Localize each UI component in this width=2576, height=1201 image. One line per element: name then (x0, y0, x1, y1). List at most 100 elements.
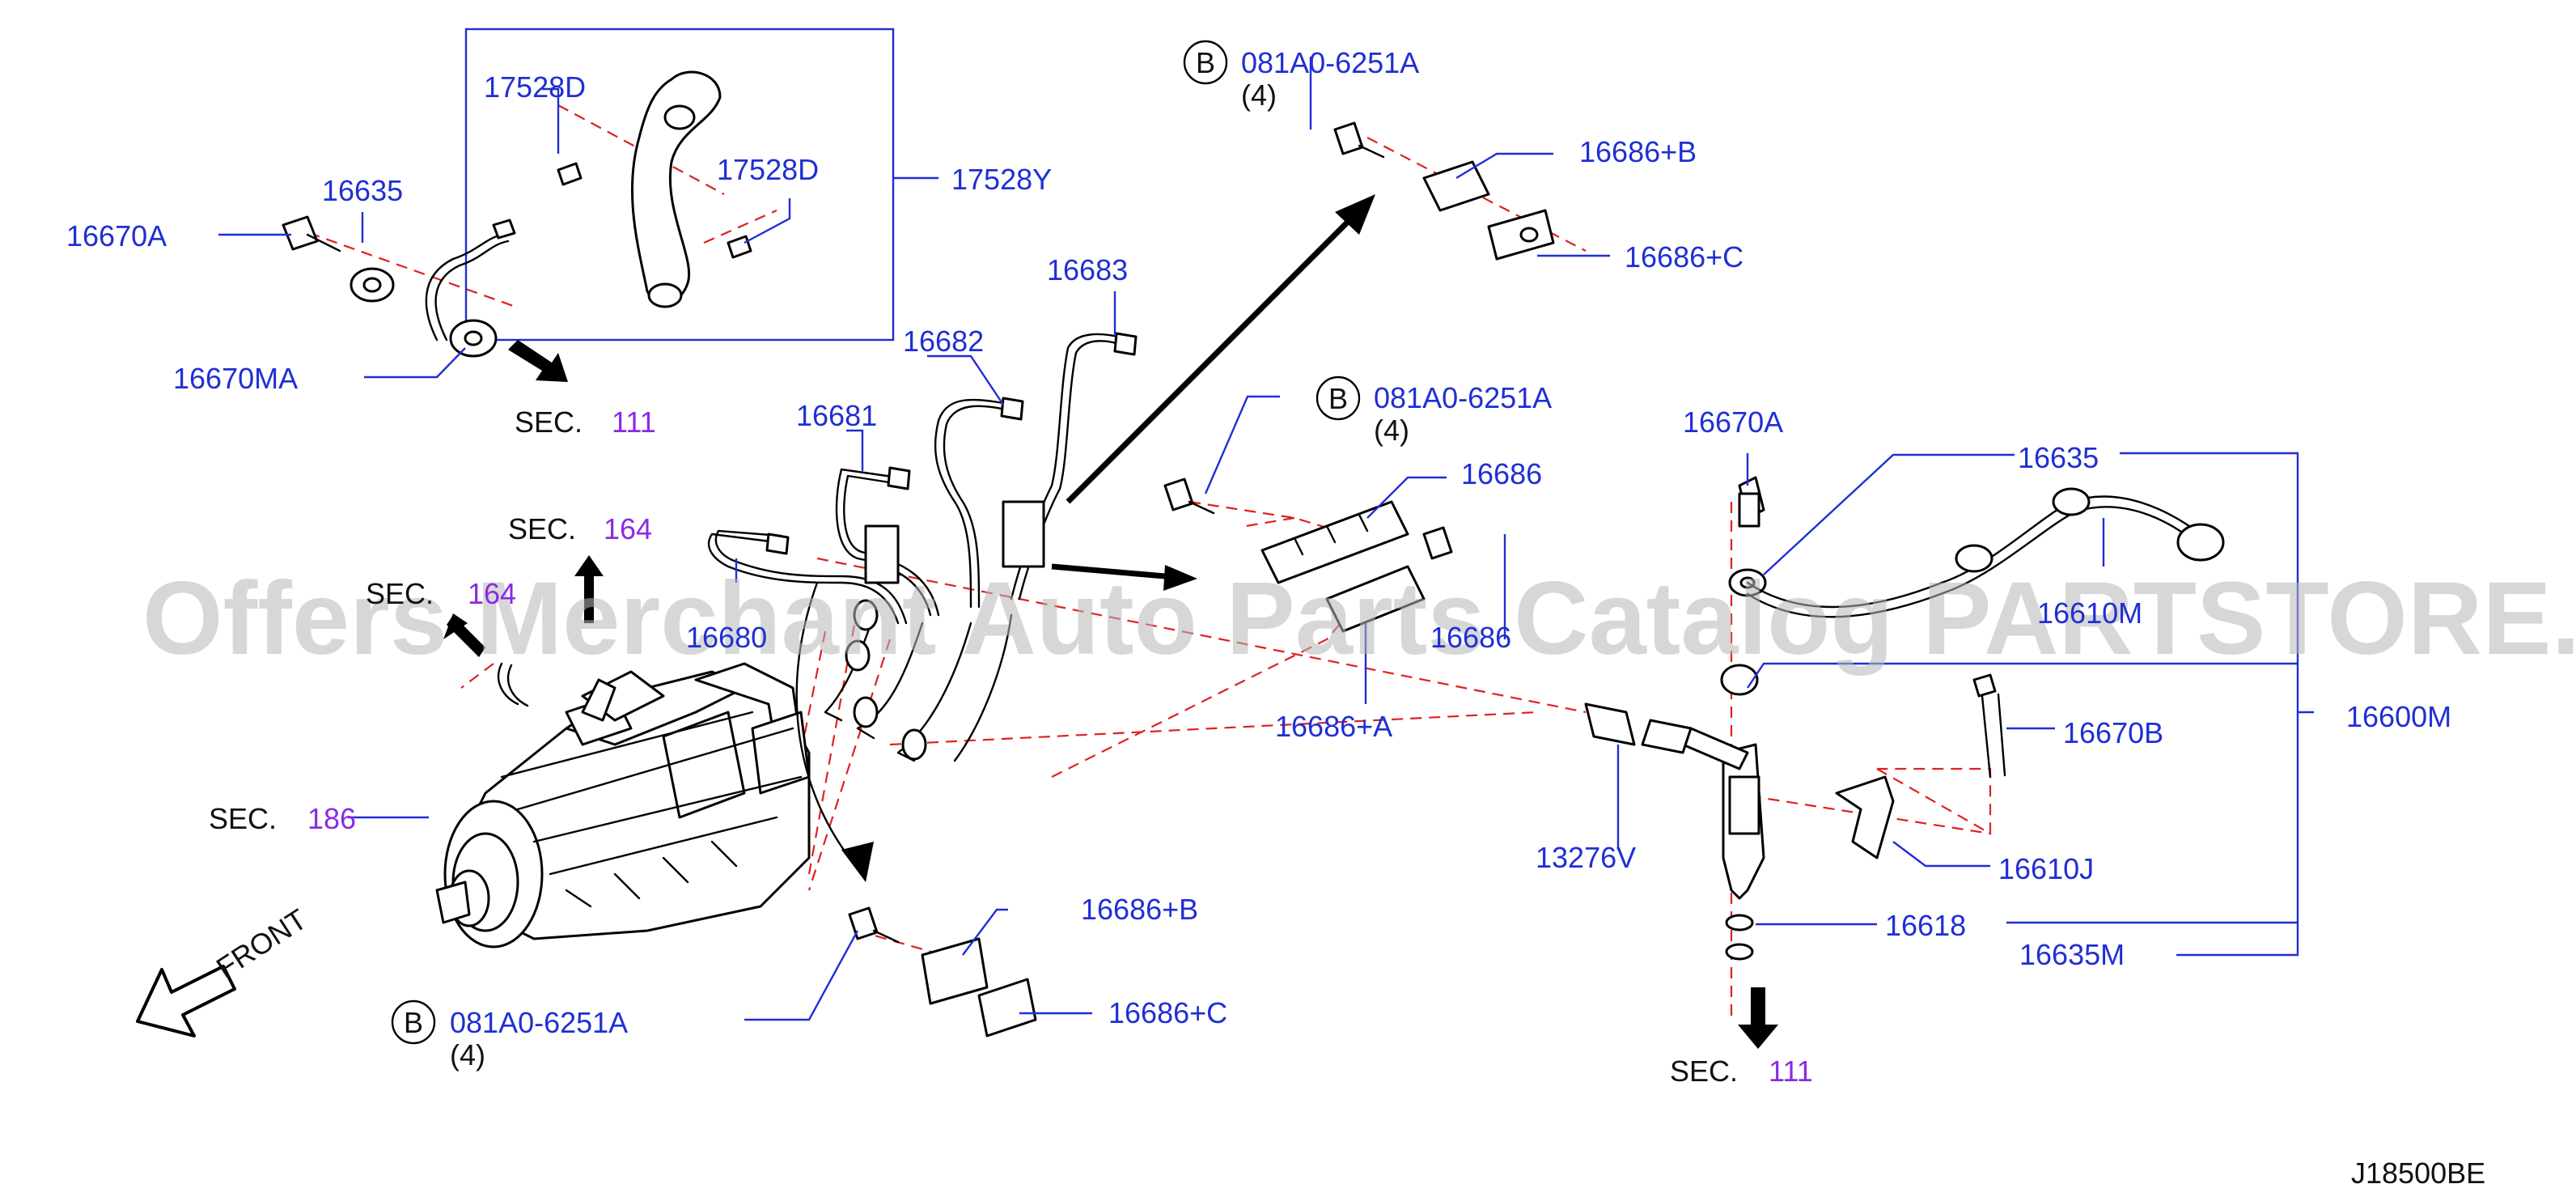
injector-group (1584, 476, 2225, 1049)
bolt-middle-right (1422, 526, 1453, 560)
b-letter-mid: B (1328, 382, 1348, 415)
label-16635m: 16635M (2019, 938, 2125, 971)
b-circle-bot (391, 999, 436, 1045)
front-arrow: FRONT (136, 902, 312, 1038)
bolt-16670b (1972, 673, 1997, 698)
hose-clamp-upper (557, 162, 583, 186)
bolt-lower (848, 906, 879, 940)
arrow-line-to-mid-clamp (1051, 563, 1166, 579)
hose-end-bottom (647, 282, 683, 308)
clamp-16686b-top (1422, 160, 1490, 212)
leak-off-pipe (1746, 495, 2202, 609)
watermark: Offers Merchant Auto Parts Catalog PARTS… (142, 561, 2576, 677)
bolt-callouts: B B B (391, 40, 1361, 1045)
sec-num-111-top: 111 (612, 405, 656, 439)
tube-16682 (934, 398, 1013, 609)
arrow-to-lower-clamp (841, 842, 874, 882)
sec-word-164-a: SEC. (508, 512, 576, 545)
sec-word-164-b: SEC. (366, 577, 434, 610)
nozzle-13276v (1584, 702, 1636, 746)
leader-lines (218, 57, 2314, 1021)
b-letter-top: B (1196, 46, 1215, 79)
label-bolt-code-bot: 081A0-6251A (450, 1006, 628, 1039)
section-arrows (443, 555, 604, 657)
label-qty-mid: (4) (1374, 414, 1409, 447)
front-arrow-icon (136, 965, 236, 1038)
label-13276v: 13276V (1536, 841, 1636, 874)
label-16686b-bot: 16686+B (1081, 893, 1198, 926)
label-16682: 16682 (903, 325, 984, 358)
arrow-to-sec-111-top (508, 340, 568, 382)
clamp-upper (1333, 121, 1555, 261)
label-16686b-top: 16686+B (1579, 135, 1697, 168)
clamp-16686a (1325, 565, 1426, 633)
sec-word-111-top: SEC. (515, 405, 583, 439)
hose-detail-box (464, 28, 895, 342)
label-16686c-bot: 16686+C (1108, 996, 1227, 1029)
clamp-16610j (1835, 775, 1895, 859)
b-letter-bot: B (404, 1006, 423, 1039)
label-16680: 16680 (686, 621, 767, 654)
washer-16635m (1725, 943, 1754, 961)
label-16635-a: 16635 (322, 174, 403, 207)
label-16600m: 16600M (2346, 700, 2451, 733)
b-circle-top (1183, 40, 1228, 85)
banjo-bolt-left (282, 215, 319, 251)
bolt-upper (1333, 121, 1364, 155)
label-bolt-code-mid: 081A0-6251A (1374, 381, 1552, 414)
label-16670a-b: 16670A (1683, 405, 1783, 439)
hose-end-top (663, 104, 696, 130)
sec-num-164-a: 164 (604, 512, 652, 545)
part-labels: 17528D 17528D 17528Y 16635 16670A 16670M… (66, 46, 2451, 1072)
arrow-line-to-upper-clamp (1066, 208, 1362, 504)
label-16670ma: 16670MA (173, 362, 298, 395)
tube-clamp-right (1002, 500, 1045, 568)
return-hose-group (282, 28, 895, 382)
arrow-to-sec-164-a (584, 575, 594, 623)
label-16670b: 16670B (2063, 716, 2163, 749)
injection-pump (435, 662, 811, 948)
return-hose (630, 70, 722, 304)
label-bolt-code-top: 081A0-6251A (1241, 46, 1419, 79)
label-16683: 16683 (1047, 253, 1128, 286)
sec-num-186: 186 (307, 802, 356, 835)
label-16618: 16618 (1885, 909, 1966, 942)
diagram-code: J18500BE (2351, 1156, 2485, 1190)
label-16686c-top: 16686+C (1625, 240, 1743, 274)
section-labels: SEC. 111 SEC. 164 SEC. 164 SEC. 186 SEC.… (209, 405, 1813, 1088)
label-16670a-a: 16670A (66, 219, 167, 253)
b-circle-mid (1316, 376, 1361, 421)
clamp-16686b-bot (921, 937, 989, 1005)
label-16635-b: 16635 (2018, 441, 2099, 474)
arrow-to-upper-clamp (1335, 194, 1375, 235)
sec-num-111-bot: 111 (1769, 1055, 1813, 1088)
o-ring-16618 (1725, 914, 1754, 932)
label-16610m: 16610M (2037, 596, 2142, 630)
label-qty-top: (4) (1241, 79, 1277, 112)
label-16610j: 16610J (1998, 852, 2094, 885)
label-17528d-b: 17528D (717, 153, 819, 186)
bolt-middle-left (1163, 477, 1194, 511)
sec-word-111-bot: SEC. (1670, 1055, 1738, 1088)
front-label: FRONT (210, 902, 312, 985)
tube-16681 (835, 468, 932, 617)
arrow-to-mid-clamp (1163, 565, 1197, 591)
clamp-16686c-bot (977, 978, 1037, 1038)
clamp-middle (1163, 477, 1453, 633)
tube-16680 (707, 533, 900, 625)
return-pipe (425, 233, 503, 342)
arrow-to-sec-111-bottom (1751, 987, 1765, 1025)
label-17528y: 17528Y (951, 163, 1052, 196)
pump-inlet-hose (497, 662, 519, 706)
label-16681: 16681 (796, 399, 877, 432)
tube-clamp-left (864, 524, 900, 584)
clamp-lower (848, 906, 1037, 1038)
hose-clamp-lower (727, 235, 752, 259)
label-16686-b: 16686 (1430, 621, 1511, 654)
label-16686: 16686 (1461, 457, 1542, 490)
label-qty-bot: (4) (450, 1038, 485, 1072)
label-17528d-a: 17528D (484, 70, 586, 104)
injection-tubes (707, 194, 1375, 882)
